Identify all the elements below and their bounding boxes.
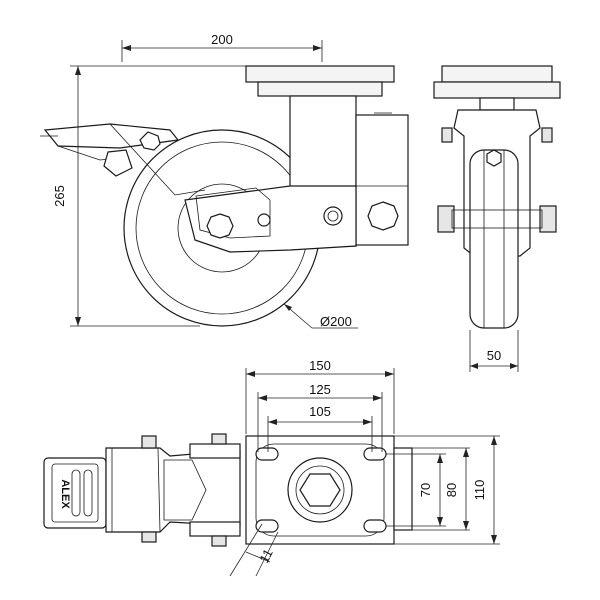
top-slot-bottom-left: [255, 519, 279, 533]
top-view: ALEX 150: [43, 358, 500, 577]
top-slot-top-right: [363, 447, 387, 461]
side-bearing-ring: [257, 81, 383, 97]
front-swivel-ring: [479, 97, 515, 111]
front-wheel: [469, 149, 519, 329]
top-bolt-bottom: [141, 531, 157, 543]
side-view: 200 265 Ø200: [40, 32, 409, 329]
top-plate-inner: [255, 443, 385, 537]
dim-label-105: 105: [309, 404, 331, 419]
top-kingpin-nut: [299, 473, 341, 507]
side-hub-nut: [206, 213, 234, 239]
top-slot-bottom-right: [363, 519, 387, 533]
dim-label-70: 70: [418, 483, 433, 497]
dim-side-height: 265: [52, 65, 246, 327]
dim-side-top-width: 200: [121, 32, 323, 62]
top-slot-top-left: [255, 447, 279, 461]
dim-label-150: 150: [309, 358, 331, 373]
front-axle-left: [437, 205, 455, 233]
dim-wheel-diameter: Ø200: [283, 303, 358, 329]
dim-label-265: 265: [52, 185, 67, 207]
top-plate-side-tab: [393, 447, 413, 531]
dim-front-wheel-width: 50: [469, 330, 519, 372]
side-pin: [257, 213, 271, 227]
top-bolt-top: [141, 435, 157, 449]
front-axle-right: [539, 205, 557, 233]
brand-label: ALEX: [59, 479, 71, 509]
side-brake-lever: [40, 123, 206, 196]
side-spring-nut: [367, 201, 399, 231]
dim-top-hole-span-inner: 105: [267, 404, 373, 452]
front-bolt-right: [541, 127, 553, 143]
front-base-plate: [433, 81, 561, 99]
dim-label-diameter: Ø200: [320, 314, 352, 329]
dim-top-plate-width: 150: [245, 358, 395, 434]
front-bolt-left: [441, 127, 453, 143]
top-brake-arm: [105, 447, 241, 533]
side-axle-nut: [323, 206, 343, 226]
dim-top-hole-span-outer: 125: [257, 382, 383, 452]
side-fork-plate: [195, 187, 271, 239]
dim-plate-depth-inner: 70: [386, 453, 446, 527]
dim-label-110: 110: [472, 480, 487, 501]
dim-label-50: 50: [487, 348, 501, 363]
side-top-plate: [245, 65, 395, 83]
dim-label-80: 80: [444, 483, 459, 497]
top-brake-pedal: ALEX: [43, 457, 107, 529]
dim-bolt-hole: 11: [229, 523, 279, 577]
dim-plate-depth-outer: 110: [394, 435, 500, 545]
front-center-nut: [486, 149, 502, 167]
dim-plate-depth-mid: 80: [412, 447, 470, 531]
dim-label-200: 200: [211, 32, 233, 47]
front-view: 50: [433, 65, 561, 372]
dim-label-125: 125: [309, 382, 331, 397]
dim-label-11: 11: [256, 546, 276, 565]
front-top-plate: [441, 65, 553, 83]
